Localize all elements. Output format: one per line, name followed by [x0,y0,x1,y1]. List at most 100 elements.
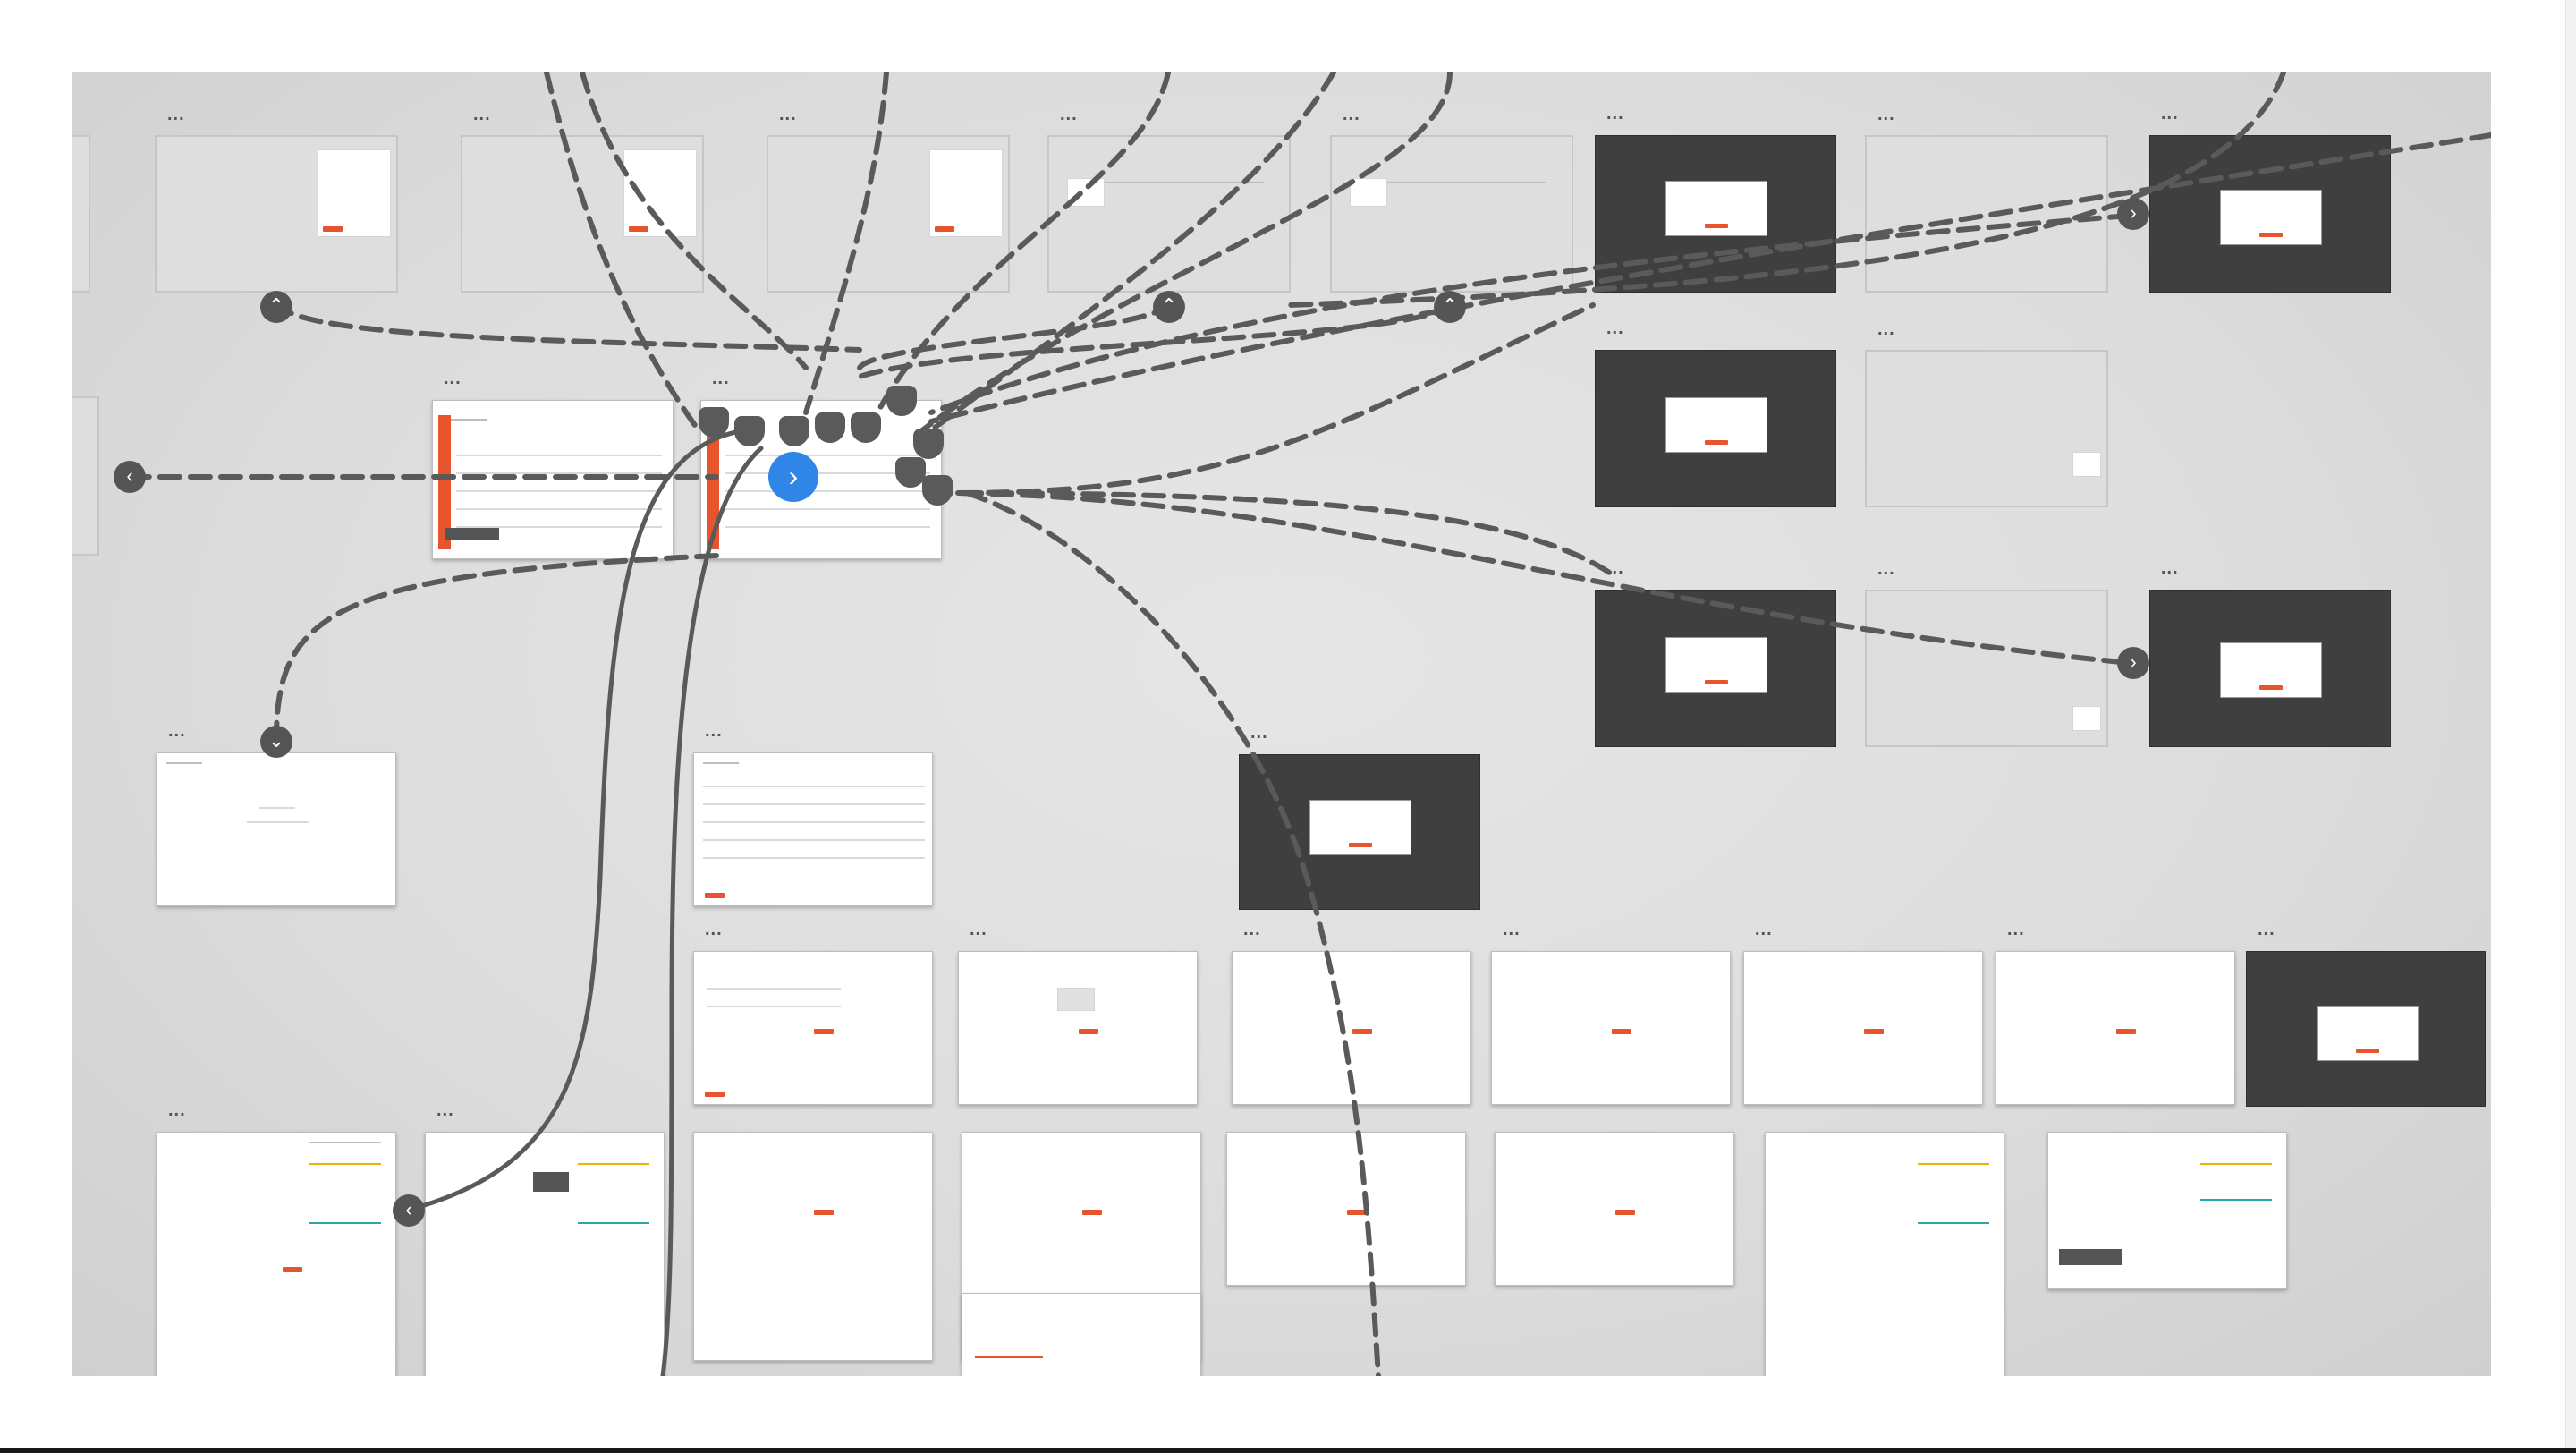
artboard-screen-1[interactable]: ... [155,105,398,293]
thumbnail-button [705,893,724,898]
thumbnail-line [1359,182,1546,183]
connector-knob[interactable] [779,416,809,446]
artboard-menu-icon[interactable]: ... [168,1100,186,1120]
artboard-screen-4[interactable]: ... [1047,105,1291,293]
connector-knob[interactable] [815,412,845,443]
connector-knob[interactable] [699,407,729,438]
artboard-modal-5[interactable]: ... [2149,558,2391,747]
artboard-menu-icon[interactable]: ... [1060,105,1078,124]
artboard-offscreen-left[interactable] [72,135,90,293]
thumbnail-line [259,807,295,809]
thumbnail-line [703,821,925,823]
artboard-form-5[interactable]: ... [1743,920,1983,1105]
modal-dialog [1665,637,1767,693]
modal-dialog [2220,642,2322,698]
artboard-form-1[interactable]: ... [693,920,933,1105]
connector-knob[interactable] [922,475,953,506]
artboard-form-10[interactable] [1226,1132,1466,1286]
artboard-modal-1[interactable]: ... [1595,104,1836,293]
artboard-menu-icon[interactable]: ... [2161,558,2179,578]
artboard-menu-icon[interactable]: ... [1877,319,1895,339]
artboard-modal-7[interactable]: ... [2246,920,2486,1107]
connector-knob[interactable] [734,416,765,446]
nav-up-icon[interactable]: ⌃ [260,291,292,323]
artboard-detail-2[interactable]: ... [425,1100,665,1376]
artboard-menu-icon[interactable]: ... [1877,559,1895,579]
artboard-menu-icon[interactable]: ... [712,369,730,388]
artboard-menu-icon[interactable]: ... [167,105,185,124]
artboard-screen-6[interactable]: ... [1865,105,2108,293]
artboard-menu-icon[interactable]: ... [2161,104,2179,123]
thumbnail-line [703,803,925,805]
thumbnail-line [456,490,662,492]
right-scroll-strip[interactable] [2565,0,2576,1453]
artboard-screen-5[interactable]: ... [1330,105,1573,293]
artboard-menu-icon[interactable]: ... [1755,920,1773,939]
artboard-menu-icon[interactable]: ... [1250,723,1268,743]
modal-dialog [1309,800,1411,855]
artboard-form-7[interactable] [693,1132,933,1361]
artboard-menu-icon[interactable]: ... [2258,920,2275,939]
artboard-menu-icon[interactable]: ... [436,1100,454,1120]
artboard-menu-icon[interactable]: ... [1243,920,1261,939]
prototype-canvas[interactable]: ... ... ... ... ... ... ... ... ... [72,72,2491,1376]
artboard-screen-3[interactable]: ... [767,105,1010,293]
artboard-detail-1[interactable]: ... [157,1100,396,1376]
artboard-menu-icon[interactable]: ... [1503,920,1521,939]
nav-forward-icon[interactable]: › [2117,647,2149,679]
artboard-menu-icon[interactable]: ... [970,920,987,939]
artboard-menu-icon[interactable]: ... [473,105,491,124]
thumbnail-button [935,226,954,232]
connector-knob[interactable] [913,429,944,459]
artboard-form-9[interactable] [962,1293,1201,1376]
artboard-form-6[interactable]: ... [1996,920,2235,1105]
thumbnail-line [166,762,202,764]
nav-forward-icon[interactable]: › [2117,198,2149,230]
nav-down-icon[interactable]: ⌄ [260,726,292,758]
thumbnail-line [1076,182,1264,183]
connector-knob[interactable] [895,457,926,488]
artboard-menu-icon[interactable]: ... [1877,105,1895,124]
nav-up-icon[interactable]: ⌃ [1153,291,1185,323]
connector-knob[interactable] [851,412,881,443]
nav-back-icon[interactable]: ‹ [114,461,146,493]
artboard-menu-icon[interactable]: ... [1606,104,1624,123]
artboard-modal-3[interactable]: ... [1595,319,1836,507]
thumbnail-button [1352,1029,1372,1034]
artboard-form-11[interactable] [1495,1132,1734,1286]
artboard-offscreen-left-2[interactable] [72,396,99,556]
thumbnail-button [1347,1210,1367,1215]
artboard-menu-icon[interactable]: ... [444,369,462,388]
artboard-table-view[interactable]: ... [693,721,933,906]
artboard-empty-state[interactable]: ... [157,721,396,906]
thumbnail-tooltip [533,1172,569,1192]
artboard-menu-icon[interactable]: ... [1606,319,1624,338]
artboard-detail-3[interactable] [1765,1132,2004,1376]
artboard-menu-icon[interactable]: ... [705,721,723,741]
nav-up-icon[interactable]: ⌃ [1434,291,1466,323]
artboard-form-4[interactable]: ... [1491,920,1731,1105]
thumbnail-line [724,455,930,456]
artboard-detail-4[interactable] [2047,1132,2287,1289]
artboard-modal-2[interactable]: ... [2149,104,2391,293]
artboard-screen-7[interactable]: ... [1865,319,2108,507]
thumbnail-sidebar [707,415,719,549]
artboard-menu-icon[interactable]: ... [779,105,797,124]
artboard-menu-icon[interactable]: ... [1343,105,1360,124]
artboard-screen-8[interactable]: ... [1865,559,2108,747]
prototype-wires [127,72,2491,1376]
artboard-menu-icon[interactable]: ... [168,721,186,741]
artboard-modal-4[interactable]: ... [1595,558,1836,747]
artboard-screen-2[interactable]: ... [461,105,704,293]
artboard-menu-icon[interactable]: ... [2007,920,2025,939]
thumbnail-line [451,419,487,421]
thumbnail-line [703,786,925,787]
nav-back-icon[interactable]: ‹ [393,1194,425,1227]
nav-next-icon[interactable]: › [768,452,818,502]
connector-knob[interactable] [886,386,917,416]
artboard-menu-icon[interactable]: ... [705,920,723,939]
artboard-form-2[interactable]: ... [958,920,1198,1105]
thumbnail-line [703,762,739,764]
thumbnail-line [724,490,930,492]
artboard-modal-6[interactable]: ... [1239,723,1480,910]
